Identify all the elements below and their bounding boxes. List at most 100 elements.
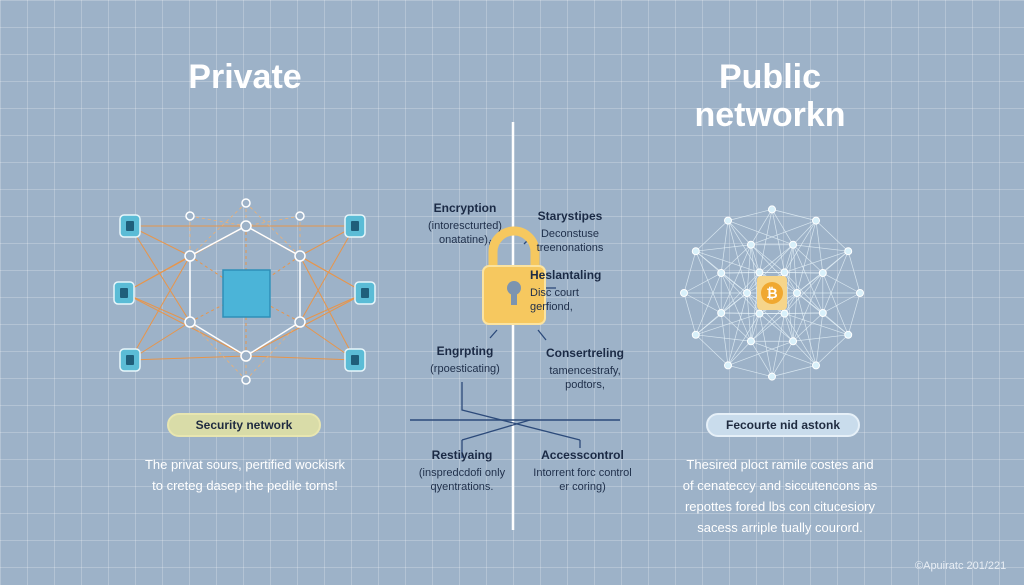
node — [755, 268, 764, 277]
edge — [822, 272, 849, 335]
edge — [759, 313, 794, 342]
shield-icon — [113, 281, 135, 305]
edge — [695, 220, 729, 252]
edge — [792, 220, 817, 245]
edge — [759, 209, 773, 273]
edge — [784, 272, 824, 314]
edge — [129, 255, 191, 361]
node — [844, 247, 853, 256]
edge — [299, 255, 366, 294]
central-server-node — [222, 269, 271, 318]
edge — [750, 209, 773, 245]
edge — [129, 225, 191, 323]
node — [812, 361, 820, 370]
edge — [727, 220, 794, 246]
edge — [792, 312, 824, 342]
public-title-line: Public — [718, 58, 822, 96]
node — [793, 289, 801, 297]
node — [789, 337, 798, 346]
edge — [750, 313, 760, 342]
edge — [759, 313, 773, 377]
edge — [746, 244, 794, 294]
edge — [792, 244, 824, 314]
copyright: ©Apuiratc 201/221 — [915, 560, 1007, 572]
private-network — [113, 198, 376, 385]
node — [680, 289, 688, 297]
edge — [784, 272, 824, 314]
edge — [784, 313, 794, 342]
edge — [771, 365, 817, 377]
edge — [792, 341, 817, 366]
node — [844, 330, 853, 339]
edge — [796, 292, 817, 366]
edge — [746, 272, 760, 294]
edge — [847, 292, 861, 335]
node — [746, 337, 755, 346]
edge — [750, 292, 798, 342]
edge — [815, 312, 824, 366]
edge — [727, 292, 748, 366]
node — [184, 316, 196, 328]
edge — [792, 244, 824, 274]
shield-icon — [119, 214, 141, 238]
edge — [727, 365, 773, 377]
edge — [847, 251, 861, 294]
node — [780, 268, 789, 277]
edge — [683, 292, 697, 335]
edge — [784, 272, 823, 274]
node — [295, 211, 305, 221]
label-engrpting: Engrpting(rpoesticating) — [430, 344, 500, 375]
edge — [720, 244, 752, 314]
node — [818, 308, 827, 317]
edge — [720, 272, 760, 314]
edge — [245, 292, 366, 357]
edge — [750, 244, 785, 273]
node — [717, 269, 726, 278]
edge — [822, 292, 861, 314]
edge — [720, 272, 748, 294]
node — [746, 240, 755, 249]
edge — [695, 334, 729, 366]
edge — [727, 220, 760, 273]
node — [768, 205, 776, 214]
shield-icon — [344, 348, 366, 372]
edge — [815, 334, 849, 366]
svg-text:₿: ₿ — [766, 286, 777, 302]
node — [724, 361, 732, 370]
public-title: Public networkn — [655, 58, 885, 134]
edge — [695, 251, 722, 314]
node — [294, 316, 306, 328]
edge — [129, 355, 247, 361]
edge — [792, 272, 824, 342]
node — [184, 250, 196, 262]
edge — [720, 272, 760, 314]
edge — [245, 292, 301, 323]
edge — [683, 292, 722, 314]
edge — [793, 334, 849, 342]
edge — [299, 255, 356, 361]
edge — [750, 313, 785, 342]
edge — [746, 244, 752, 294]
edge — [750, 220, 817, 246]
edge — [771, 209, 794, 245]
shield-icon — [344, 214, 366, 238]
edge — [720, 312, 752, 342]
edge — [727, 341, 752, 366]
edge — [746, 292, 794, 342]
node — [789, 240, 798, 249]
public-network-badge: Fecourte nid astonk — [706, 413, 860, 437]
node — [185, 211, 195, 221]
shield-icon — [119, 348, 141, 372]
edge — [784, 292, 798, 314]
node — [768, 372, 776, 381]
edge — [123, 255, 191, 294]
edge — [746, 292, 760, 314]
edge — [771, 341, 794, 377]
